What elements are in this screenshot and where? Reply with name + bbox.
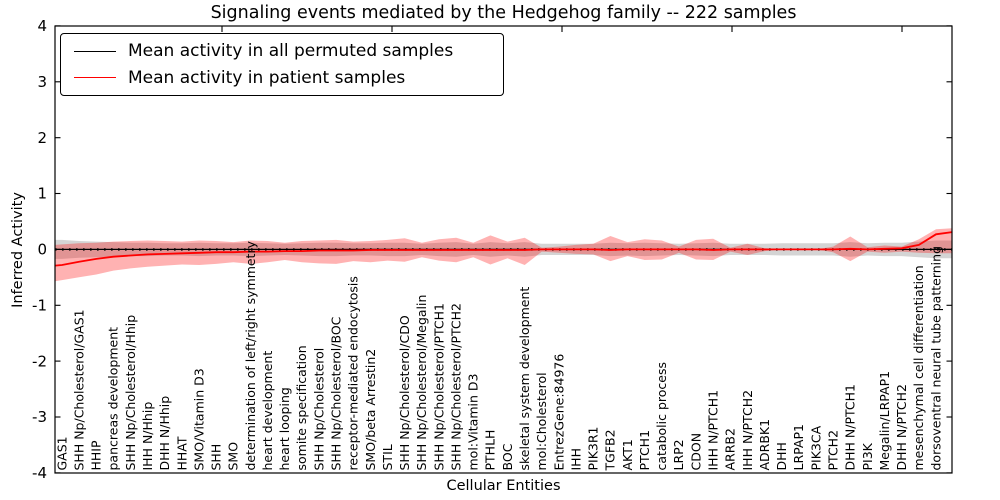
x-axis-label: Cellular Entities [446,478,561,494]
y-tick-label: -4 [32,464,47,482]
x-tick-label: PTHLH [483,430,498,471]
x-tick-label: SHH Np/Cholesterol/Megalin [414,295,429,471]
x-tick-label: SHH Np/Cholesterol/PTCH2 [449,303,464,471]
permuted-line-swatch [74,50,116,52]
x-tick-label: heart looping [277,387,292,470]
x-tick-label: GAS1 [54,436,69,470]
axes-frame [54,25,953,474]
x-tick-label: STIL [380,444,395,470]
x-tick-label: IHH [568,448,583,471]
x-tick-label: SHH Np/Cholesterol/BOC [329,316,344,470]
x-tick-label: AKT1 [620,439,635,470]
x-tick-label: PI3K [860,442,875,470]
legend-entry-permuted: Mean activity in all permuted samples [61,38,503,64]
x-tick-label: IHH N/Hhip [140,402,155,471]
x-tick-label: determination of left/right symmetry [243,240,258,470]
y-tick-label: -1 [32,296,47,314]
x-tick-label: PIK3R1 [586,426,601,470]
x-tick-label: IHH N/PTCH1 [706,390,721,471]
x-tick-label: mol:Vitamin D3 [466,374,481,471]
x-tick-label: SHH Np/Cholesterol [311,348,326,471]
x-tick-label: SHH Np/Cholesterol/GAS1 [71,309,86,470]
y-tick-label: -2 [32,352,47,370]
x-tick-label: ADRBK1 [757,419,772,471]
x-tick-label: DHH N/PTCH1 [843,384,858,470]
x-tick-label: PTCH2 [826,430,841,471]
x-tick-label: skeletal system development [517,287,532,471]
patient-mean-line [54,231,953,267]
x-tick-label: BOC [500,443,515,470]
x-tick-label: SMO/beta Arrestin2 [363,349,378,471]
legend-label-patient: Mean activity in patient samples [128,67,406,88]
x-tick-label: mesenchymal cell differentiation [911,265,926,470]
legend-entry-patient: Mean activity in patient samples [61,65,503,91]
x-tick-label: LRP2 [671,439,686,470]
x-tick-label: SHH Np/Cholesterol/CDO [397,315,412,470]
x-tick-label: LRPAP1 [791,424,806,470]
x-tick-label: DHH N/PTCH2 [894,384,909,470]
x-tick-label: PTCH1 [637,430,652,471]
x-tick-label: PIK3CA [808,425,823,470]
y-tick-label: -3 [32,408,47,426]
y-tick-label: 1 [37,185,47,203]
x-tick-label: heart development [260,351,275,471]
x-tick-label: somite specification [294,345,309,470]
legend: Mean activity in all permuted samples Me… [60,33,504,96]
y-axis-label: Inferred Activity [10,192,26,308]
x-tick-label: Megalin/LRPAP1 [877,371,892,471]
x-tick-label: pancreas development [106,327,121,471]
y-tick-label: 3 [37,73,47,91]
y-tick-label: 2 [37,129,47,147]
x-tick-label: EntrezGene:84976 [551,354,566,471]
legend-label-permuted: Mean activity in all permuted samples [128,41,454,62]
x-tick-label: SHH [209,444,224,471]
x-tick-label: ARRB2 [723,428,738,470]
x-tick-label: receptor-mediated endocytosis [346,276,361,470]
chart-title: Signaling events mediated by the Hedgeho… [210,3,797,23]
x-tick-label: DHH [774,442,789,470]
y-tick-label: 4 [37,17,47,35]
x-tick-label: SMO/Vitamin D3 [191,368,206,470]
x-tick-label: HHAT [174,436,189,470]
patient-line-swatch [74,77,116,79]
x-tick-label: IHH N/PTCH2 [740,390,755,471]
x-tick-label: TGFB2 [603,429,618,471]
x-tick-label: HHIP [89,440,104,470]
x-tick-label: SHH Np/Cholesterol/PTCH1 [431,303,446,471]
x-tick-label: DHH N/Hhip [157,396,172,471]
x-tick-label: mol:Cholesterol [534,372,549,470]
x-tick-label: catabolic process [654,362,669,471]
x-tick-label: SMO [226,442,241,471]
x-tick-label: SHH Np/Cholesterol/Hhip [123,315,138,471]
y-tick-label: 0 [37,241,47,259]
x-tick-label: CDON [688,433,703,471]
patient-std-band [55,228,952,282]
x-tick-label: dorsoventral neural tube patterning [928,246,943,471]
